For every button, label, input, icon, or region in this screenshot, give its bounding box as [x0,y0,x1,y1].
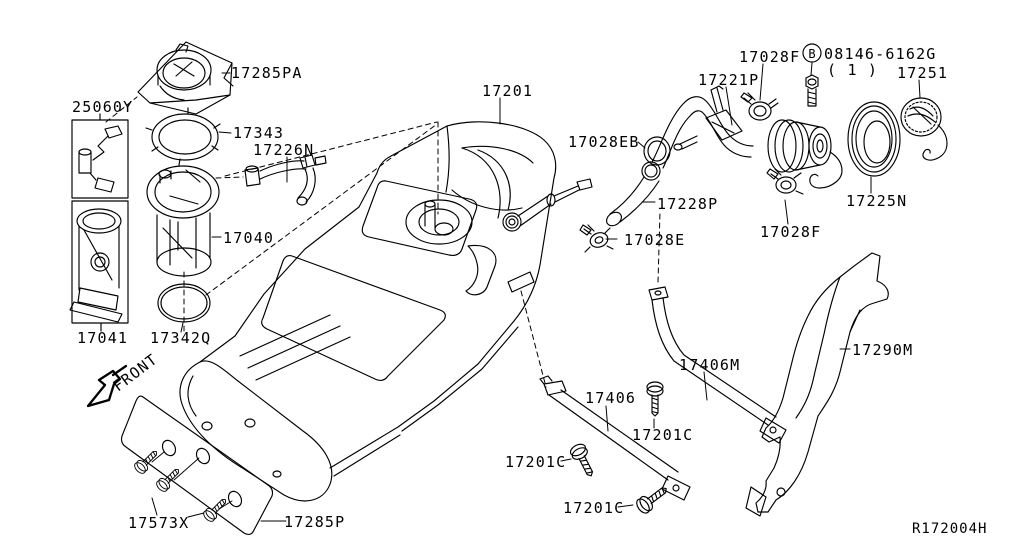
bolt-circle-letter: B [808,47,815,61]
label-strap-screw-left: 17201C [505,453,566,471]
front-arrow [86,364,128,408]
plate-screw-1 [132,446,162,476]
protector-drawing [745,252,889,517]
label-jumper-hose: 17226N [253,141,314,159]
label-filler-gasket: 17225N [846,192,907,210]
lock-ring-drawing [145,107,221,166]
leader-lines [151,62,921,522]
label-bolt-quantity: ( 1 ) [827,61,878,79]
label-strap-screw-bottom: 17201C [563,499,624,517]
label-clamp-eb: 17028EB [568,133,640,151]
cap-plate-assembly-drawing [137,41,234,115]
reference-code: R172004H [912,521,987,537]
clamp-f-bottom-drawing [766,168,804,195]
label-fuel-pump-module: 17041 [77,329,128,347]
dashed-guide-lines [105,96,661,388]
label-clamp-f-top: 17028F [739,48,800,66]
strap-screw-left [568,441,599,481]
filler-hose-drawing [579,136,671,253]
clamp-e-drawing [579,224,614,253]
label-o-ring: 17342Q [150,329,211,347]
plate-screw-2 [154,464,184,494]
part-labels: 17285PA 25060Y 17343 17226N 17040 17041 … [72,43,987,537]
strap-screw-middle [646,381,664,417]
label-clamp-f-bottom: 17028F [760,223,821,241]
strap-screw-bottom [633,481,672,516]
o-ring-drawing [157,283,211,323]
bolt-drawing [805,74,819,107]
fuel-pump-assembly-drawing [146,165,220,277]
label-cap-plate-assembly: 17285PA [231,64,303,82]
label-skid-plate: 17285P [284,513,345,531]
fuel-tank-drawing [179,121,593,502]
filler-cap-drawing [900,97,948,161]
label-clamp-e: 17028E [624,231,685,249]
label-fuel-gauge-sender: 25060Y [72,98,133,116]
label-protector: 17290M [852,341,913,359]
bolt-circle-marker [802,43,822,63]
label-plate-screws: 17573X [128,514,189,532]
label-filler-hose: 17228P [657,195,718,213]
label-filler-cap: 17251 [897,64,948,82]
label-strap-left: 17406 [585,389,636,407]
clamp-f-top-drawing [740,92,779,121]
label-fuel-tank: 17201 [482,82,533,100]
tank-straps-drawing [539,286,787,516]
fuel-gauge-sender-box [71,113,129,199]
skid-plate-drawing [120,395,274,536]
filler-gasket-drawing [847,101,901,177]
jumper-hose-drawing [244,154,327,206]
filler-tube-drawing [651,85,843,189]
label-fuel-pump-assembly: 17040 [223,229,274,247]
fuel-pump-module-box [69,200,129,332]
label-lock-ring: 17343 [233,124,284,142]
label-strap-screw-middle: 17201C [632,426,693,444]
label-bolt-part-number: 08146-6162G [824,45,937,63]
label-filler-tube: 17221P [698,71,759,89]
label-strap-right: 17406M [679,356,740,374]
